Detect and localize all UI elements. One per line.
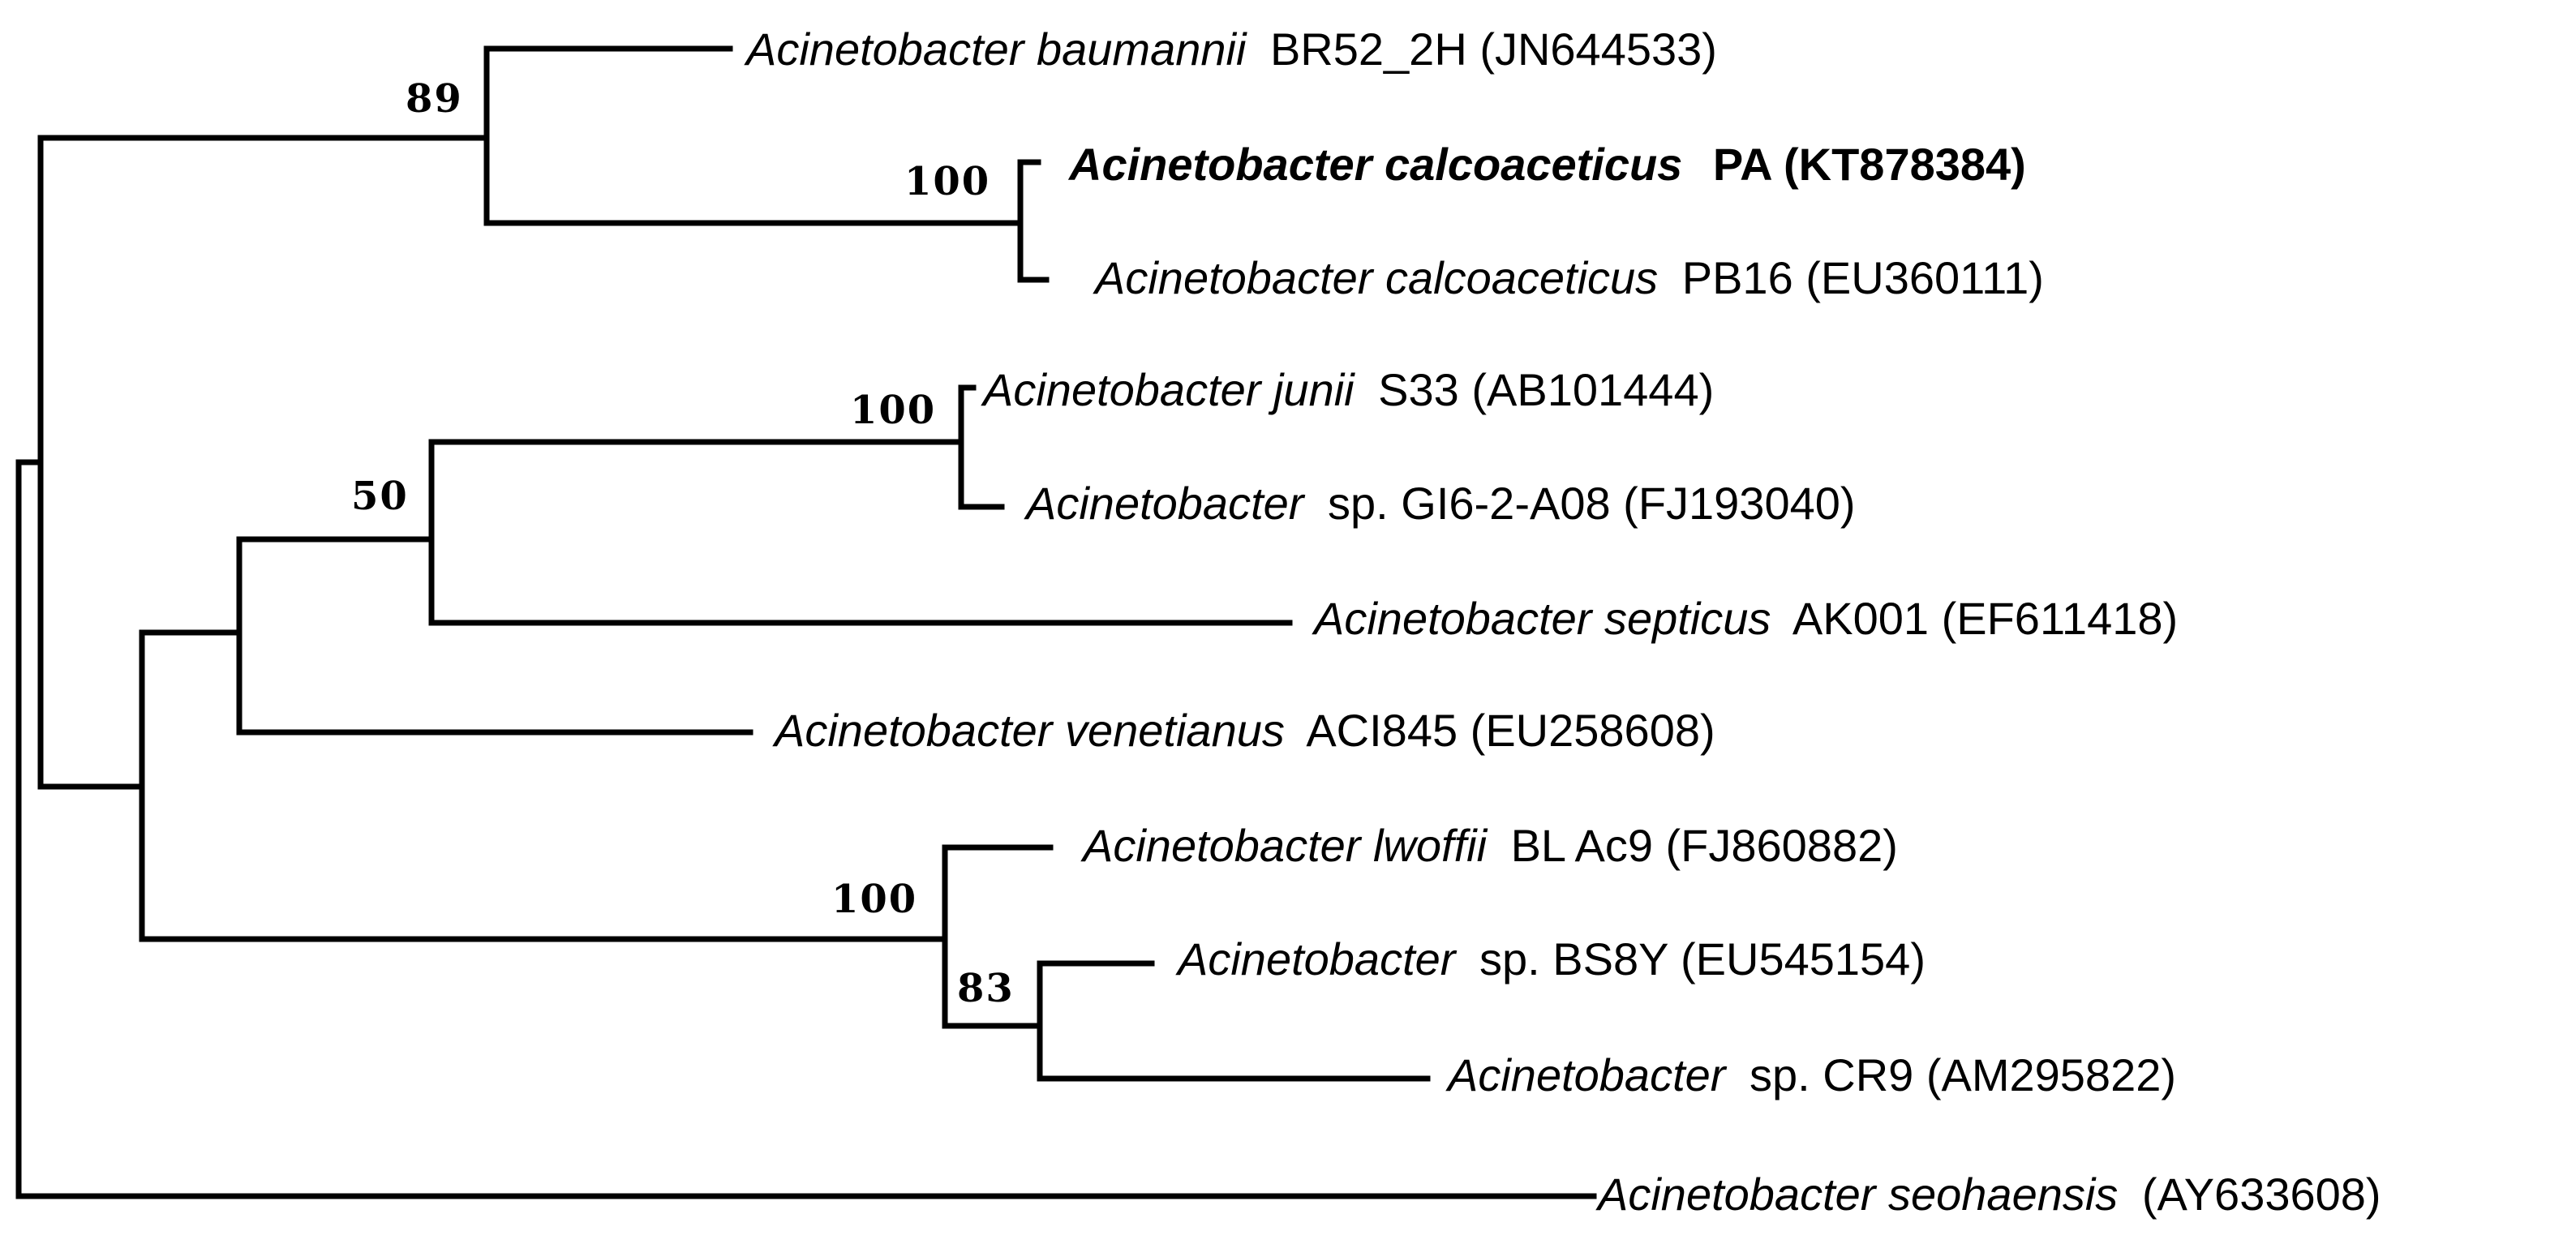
branch-venetianus-node [236, 536, 753, 736]
leaf-calcoaceticus-pb16: Acinetobacter calcoaceticus PB16 (EU3601… [1093, 252, 2044, 303]
leaf-venetianus: Acinetobacter venetianus ACI845 (EU25860… [772, 705, 1715, 756]
leaf-lwoffii: Acinetobacter lwoffii BL Ac9 (FJ860882) [1080, 820, 1898, 871]
support-values: 89 100 100 50 100 83 [351, 76, 1015, 1011]
support-value-83: 83 [957, 966, 1015, 1011]
tree-branches [15, 45, 1597, 1199]
leaf-labels: Acinetobacter baumannii BR52_2H (JN64453… [744, 24, 2381, 1220]
leaf-junii: Acinetobacter junii S33 (AB101444) [981, 364, 1714, 415]
branch-lower-node [37, 629, 948, 942]
support-value-89: 89 [406, 76, 463, 122]
branch-junii-septicus-node [428, 439, 1293, 626]
leaf-sp-bs8y: Acinetobacter sp. BS8Y (EU545154) [1175, 933, 1926, 984]
support-value-100-calco: 100 [904, 159, 990, 204]
branch-baumannii-calco-node [37, 45, 1024, 226]
leaf-septicus: Acinetobacter septicus AK001 (EF611418) [1312, 593, 2178, 644]
branch-junii-sp-node [958, 384, 1005, 510]
support-value-100-junii: 100 [850, 388, 936, 433]
support-value-100-lwoffii: 100 [831, 877, 917, 922]
leaf-seohaensis: Acinetobacter seohaensis (AY633608) [1595, 1169, 2381, 1220]
support-value-50: 50 [351, 474, 409, 519]
leaf-sp-gi6: Acinetobacter sp. GI6-2-A08 (FJ193040) [1024, 478, 1856, 529]
branch-root-stem [15, 459, 44, 1199]
branch-bs8y-cr9-node [1037, 960, 1431, 1082]
branch-calcoaceticus-node [1017, 159, 1050, 283]
leaf-calcoaceticus-pa: Acinetobacter calcoaceticus PA (KT878384… [1067, 139, 2026, 190]
branch-lwoffii-node [942, 844, 1054, 1029]
leaf-baumannii: Acinetobacter baumannii BR52_2H (JN64453… [744, 24, 1717, 75]
leaf-sp-cr9: Acinetobacter sp. CR9 (AM295822) [1445, 1049, 2176, 1100]
